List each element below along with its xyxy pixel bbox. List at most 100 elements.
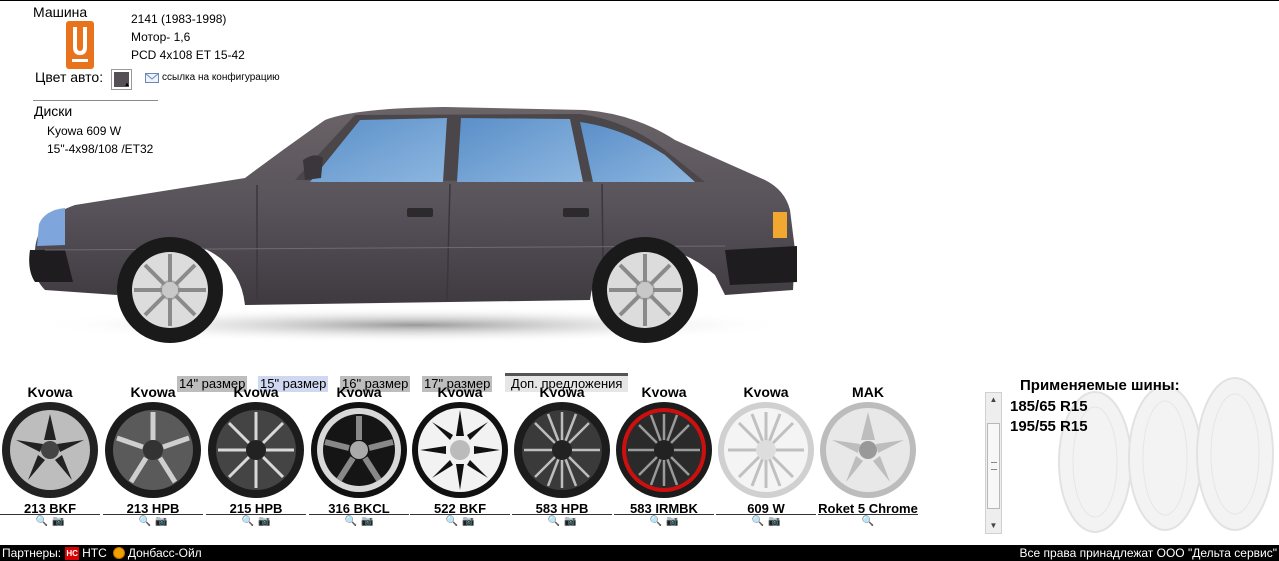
wheel-image <box>412 402 508 498</box>
camera-icon[interactable]: 📷 <box>52 516 65 527</box>
car-pcd: PCD 4x108 ET 15-42 <box>131 48 245 62</box>
config-link-text: ссылка на конфигурацию <box>162 72 280 83</box>
ntc-logo-icon: НС <box>65 546 80 560</box>
wheel-model: 215 HPB <box>229 501 283 516</box>
copyright: Все права принадлежат ООО "Дельта сервис… <box>1019 546 1277 560</box>
footer: Партнеры: НС НТС Донбасс-Ойл Все права п… <box>0 545 1279 561</box>
wheel-image <box>2 402 98 498</box>
config-link[interactable]: ссылка на конфигурацию <box>145 72 280 83</box>
wheel-model: 583 HPB <box>535 501 589 516</box>
tab-extra-offers[interactable]: Доп. предложения <box>505 373 629 392</box>
wheel-card[interactable]: Kyowa 583 HPB 🔍 📷 <box>512 386 612 534</box>
gallery-scrollbar[interactable]: ▲ ▼ <box>985 392 1002 534</box>
partner-donbass-oil-link[interactable]: Донбасс-Ойл <box>127 546 202 560</box>
wheel-model: 522 BKF <box>433 501 487 516</box>
envelope-icon <box>145 72 159 83</box>
wheel-model: Roket 5 Chrome <box>818 501 918 516</box>
zoom-icon[interactable]: 🔍 <box>241 516 254 527</box>
grip-icon <box>991 462 997 470</box>
color-picker[interactable]: ▲ <box>111 69 132 90</box>
wheel-underline <box>0 514 100 515</box>
wheel-brand: MAK <box>852 386 884 397</box>
wheel-image <box>311 402 407 498</box>
zoom-icon[interactable]: 🔍 <box>649 516 662 527</box>
tires-title: Применяемые шины: <box>1020 377 1180 394</box>
color-swatch-fill <box>114 72 129 87</box>
tires-image <box>1058 377 1274 533</box>
partner-ntc-link[interactable]: НТС <box>82 546 107 560</box>
donbass-oil-logo-icon <box>112 547 125 559</box>
wheel-brand: Kyowa <box>233 386 279 397</box>
divider <box>33 100 158 101</box>
selected-wheel-name: Kyowa 609 W <box>47 124 122 138</box>
wheel-model: 316 BKCL <box>328 501 390 516</box>
wheel-model: 609 W <box>747 501 785 516</box>
camera-icon[interactable]: 📷 <box>564 516 577 527</box>
camera-icon[interactable]: 📷 <box>666 516 679 527</box>
tab-17-size[interactable]: 17" размер <box>422 376 493 392</box>
wheel-brand: Kyowa <box>27 386 73 397</box>
camera-icon[interactable]: 📷 <box>155 516 168 527</box>
wheel-underline <box>103 514 203 515</box>
zoom-icon[interactable]: 🔍 <box>344 516 357 527</box>
wheel-card[interactable]: Kyowa 583 IRMBK 🔍 📷 <box>614 386 714 534</box>
wheel-underline <box>206 514 306 515</box>
top-border <box>0 0 1279 1</box>
camera-icon[interactable]: 📷 <box>361 516 374 527</box>
wheel-underline <box>818 514 918 515</box>
tab-15-size[interactable]: 15" размер <box>258 376 329 392</box>
wheel-brand: Kyowa <box>641 386 687 397</box>
tire-size: 185/65 R15 <box>1010 398 1088 415</box>
zoom-icon[interactable]: 🔍 <box>547 516 560 527</box>
wheel-image <box>105 402 201 498</box>
scroll-thumb[interactable] <box>987 423 1000 509</box>
car-preview-image <box>29 107 797 343</box>
zoom-icon[interactable]: 🔍 <box>138 516 151 527</box>
zoom-icon[interactable]: 🔍 <box>751 516 764 527</box>
wheel-image <box>616 402 712 498</box>
wheel-card[interactable]: Kyowa 316 BKCL 🔍 📷 <box>309 386 409 534</box>
car-label: Машина <box>33 4 88 20</box>
moskvich-logo-icon <box>66 21 94 69</box>
scroll-up-icon[interactable]: ▲ <box>989 395 998 404</box>
wheel-model: 213 HPB <box>126 501 180 516</box>
partners: Партнеры: НС НТС Донбасс-Ойл <box>2 545 202 561</box>
zoom-icon[interactable]: 🔍 <box>35 516 48 527</box>
wheel-card[interactable]: Kyowa 215 HPB 🔍 📷 <box>206 386 306 534</box>
wheel-brand: Kyowa <box>539 386 585 397</box>
wheel-underline <box>512 514 612 515</box>
selected-wheel-spec: 15"-4x98/108 /ET32 <box>47 142 154 156</box>
camera-icon[interactable]: 📷 <box>462 516 475 527</box>
camera-icon[interactable]: 📷 <box>768 516 781 527</box>
wheel-underline <box>716 514 816 515</box>
wheel-card[interactable]: Kyowa 213 HPB 🔍 📷 <box>103 386 203 534</box>
wheel-brand: Kyowa <box>743 386 789 397</box>
tab-14-size[interactable]: 14" размер <box>177 376 248 392</box>
tire-size: 195/55 R15 <box>1010 418 1088 435</box>
car-model: 2141 (1983-1998) <box>131 12 227 26</box>
wheel-image <box>820 402 916 498</box>
wheel-card[interactable]: Kyowa 609 W 🔍 📷 <box>716 386 816 534</box>
wheel-underline <box>410 514 510 515</box>
wheel-image <box>208 402 304 498</box>
partners-label: Партнеры: <box>2 546 62 560</box>
camera-icon[interactable]: 📷 <box>258 516 271 527</box>
wheel-card[interactable]: Kyowa 522 BKF 🔍 📷 <box>410 386 510 534</box>
dropdown-arrow-icon: ▲ <box>124 82 130 88</box>
color-label: Цвет авто: <box>35 69 104 85</box>
wheel-brand: Kyowa <box>336 386 382 397</box>
disks-label: Диски <box>34 103 73 119</box>
tab-16-size[interactable]: 16" размер <box>340 376 411 392</box>
wheel-brand: Kyowa <box>437 386 483 397</box>
wheel-card[interactable]: Kyowa 213 BKF 🔍 📷 <box>0 386 100 534</box>
wheel-brand: Kyowa <box>130 386 176 397</box>
zoom-icon[interactable]: 🔍 <box>445 516 458 527</box>
scroll-down-icon[interactable]: ▼ <box>989 521 998 530</box>
wheel-model: 583 IRMBK <box>630 501 698 516</box>
wheel-underline <box>614 514 714 515</box>
wheel-image <box>514 402 610 498</box>
wheel-card[interactable]: MAK Roket 5 Chrome 🔍 <box>818 386 918 534</box>
zoom-icon[interactable]: 🔍 <box>861 516 875 527</box>
car-engine: Мотор- 1,6 <box>131 30 191 44</box>
wheel-model: 213 BKF <box>23 501 77 516</box>
